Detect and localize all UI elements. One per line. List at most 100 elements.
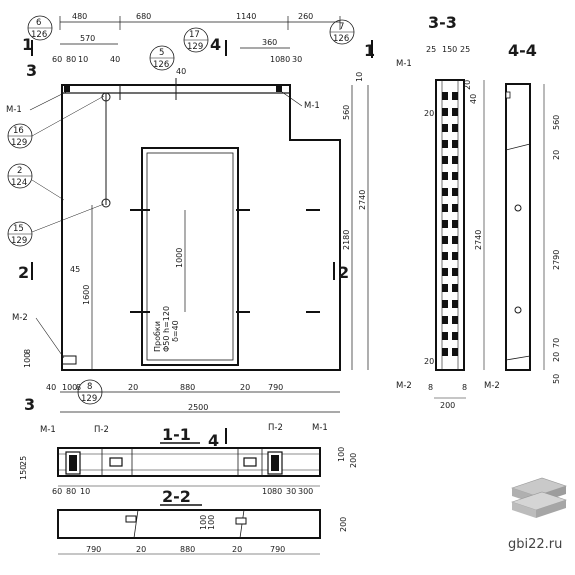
section-4-4-title: 4-4 <box>508 41 537 60</box>
s33-dim-8b: 8 <box>462 383 467 392</box>
bubble-2-124: 2 124 <box>7 163 33 189</box>
svg-text:7: 7 <box>339 22 344 32</box>
bubble-16-129: 16 129 <box>7 123 33 149</box>
svg-text:17: 17 <box>189 30 200 40</box>
svg-text:129: 129 <box>11 236 27 246</box>
s22-dim-100b: 100 <box>207 515 216 530</box>
s11-label-p2-left: П-2 <box>94 425 109 435</box>
bubble-15-129: 15 129 <box>7 221 33 247</box>
s33-dim-8a: 8 <box>428 383 433 392</box>
s11-dim-300r: 300 <box>298 487 313 496</box>
svg-text:6: 6 <box>36 18 41 28</box>
section-3-3-title: 3-3 <box>428 13 457 32</box>
s33-dim-200: 200 <box>440 401 455 410</box>
dim-b40: 40 <box>46 383 56 392</box>
s11-label-p2-right: П-2 <box>268 423 283 433</box>
section-1-1-title: 1-1 <box>162 425 191 444</box>
s44-dim-20a: 20 <box>552 150 561 160</box>
dim-45: 45 <box>70 265 80 274</box>
s11-label-m1-right: М-1 <box>312 423 328 433</box>
s11-dim-25: 25 <box>19 456 28 466</box>
s33-dim-20c: 20 <box>424 357 434 366</box>
dim-80: 80 <box>66 55 76 64</box>
brand-logo <box>511 477 567 518</box>
dim-40b: 40 <box>176 67 186 76</box>
s33-dim-40: 40 <box>469 94 478 104</box>
dim-60: 60 <box>52 55 62 64</box>
label-m1-left: М-1 <box>6 105 22 115</box>
section-4-4: 4-4 560 20 2790 20 50 70 <box>505 41 561 384</box>
elevation-view: 480 680 1140 260 570 360 60 80 10 40 40 … <box>6 12 375 414</box>
s33-dim-150: 150 <box>442 45 457 54</box>
label-m1-right: М-1 <box>304 101 320 111</box>
door-opening <box>141 147 239 366</box>
s33-label-m1: М-1 <box>396 59 412 69</box>
dim-10r: 10 <box>270 55 280 64</box>
s22-dim-790b: 790 <box>270 545 285 554</box>
label-m2: М-2 <box>12 313 28 323</box>
svg-text:2: 2 <box>17 166 22 176</box>
s44-dim-560: 560 <box>552 115 561 130</box>
section-mark-2-right: 2 <box>338 263 349 282</box>
s33-dim-2740: 2740 <box>474 230 483 250</box>
dim-top-480: 480 <box>72 12 87 21</box>
section-2-2: 2-2 790 20 880 20 790 100 100 200 <box>57 487 348 555</box>
dim-40a: 40 <box>110 55 120 64</box>
s11-label-m1-left: М-1 <box>40 425 56 435</box>
section-3-3: 3-3 25 150 25 М-1 40 20 20 2740 20 М-2 М… <box>396 13 500 410</box>
dim-2740: 2740 <box>358 190 367 210</box>
dim-top-1140: 1140 <box>236 12 256 21</box>
dim-l8: 8 <box>23 349 32 354</box>
section-1-1-mark: 4 <box>208 431 219 450</box>
svg-text:129: 129 <box>11 138 27 148</box>
panel-outline <box>61 84 341 371</box>
dim-top-680: 680 <box>136 12 151 21</box>
bubble-5-126: 5 126 <box>149 45 175 71</box>
s11-dim-30r: 30 <box>286 487 296 496</box>
s33-dim-20a: 20 <box>463 80 472 90</box>
s22-dim-100a: 100 <box>199 515 208 530</box>
s11-dim-150: 150 <box>19 465 28 480</box>
section-mark-4: 4 <box>210 35 221 54</box>
s11-dim-200: 200 <box>349 453 358 468</box>
s22-dim-200: 200 <box>339 517 348 532</box>
section-mark-1-right: 1 <box>364 41 375 60</box>
s33-label-m2-left: М-2 <box>396 381 412 391</box>
bubble-8-129: 8 129 <box>77 379 103 405</box>
section-2-2-title: 2-2 <box>162 487 191 506</box>
s44-dim-2790: 2790 <box>552 250 561 270</box>
bubble-6-126: 6 126 <box>27 15 53 41</box>
svg-text:16: 16 <box>13 126 24 136</box>
bubble-17-129: 17 129 <box>183 27 209 53</box>
svg-text:126: 126 <box>333 34 349 44</box>
svg-text:5: 5 <box>159 48 164 58</box>
dim-b20b: 20 <box>240 383 250 392</box>
svg-text:8: 8 <box>87 382 92 392</box>
s44-dim-50: 50 <box>552 374 561 384</box>
s33-dim-25b: 25 <box>460 45 470 54</box>
dim-1600: 1600 <box>82 285 91 305</box>
dim-1000: 1000 <box>175 248 184 268</box>
dim-b2500: 2500 <box>188 403 208 412</box>
dim-b790: 790 <box>268 383 283 392</box>
svg-text:126: 126 <box>31 30 47 40</box>
svg-text:129: 129 <box>81 394 97 404</box>
dim-b100: 100 <box>62 383 77 392</box>
s33-dim-25a: 25 <box>426 45 436 54</box>
dim-360: 360 <box>262 38 277 47</box>
s22-dim-880: 880 <box>180 545 195 554</box>
dim-560: 560 <box>342 105 351 120</box>
section-1-1: 1-1 4 М-1 П-2 П-2 М-1 25 150 60 80 10 10… <box>19 423 358 496</box>
svg-text:124: 124 <box>11 178 27 188</box>
dim-b20a: 20 <box>128 383 138 392</box>
section-mark-3-bottom: 3 <box>24 395 35 414</box>
s44-dim-20b: 20 <box>552 352 561 362</box>
s22-dim-20b: 20 <box>232 545 242 554</box>
s11-dim-10r: 10 <box>262 487 272 496</box>
dim-top-260: 260 <box>298 12 313 21</box>
section-mark-1-top: 1 <box>22 35 33 54</box>
s22-dim-790a: 790 <box>86 545 101 554</box>
svg-text:15: 15 <box>13 224 24 234</box>
watermark-site: gbi22.ru <box>508 537 562 552</box>
